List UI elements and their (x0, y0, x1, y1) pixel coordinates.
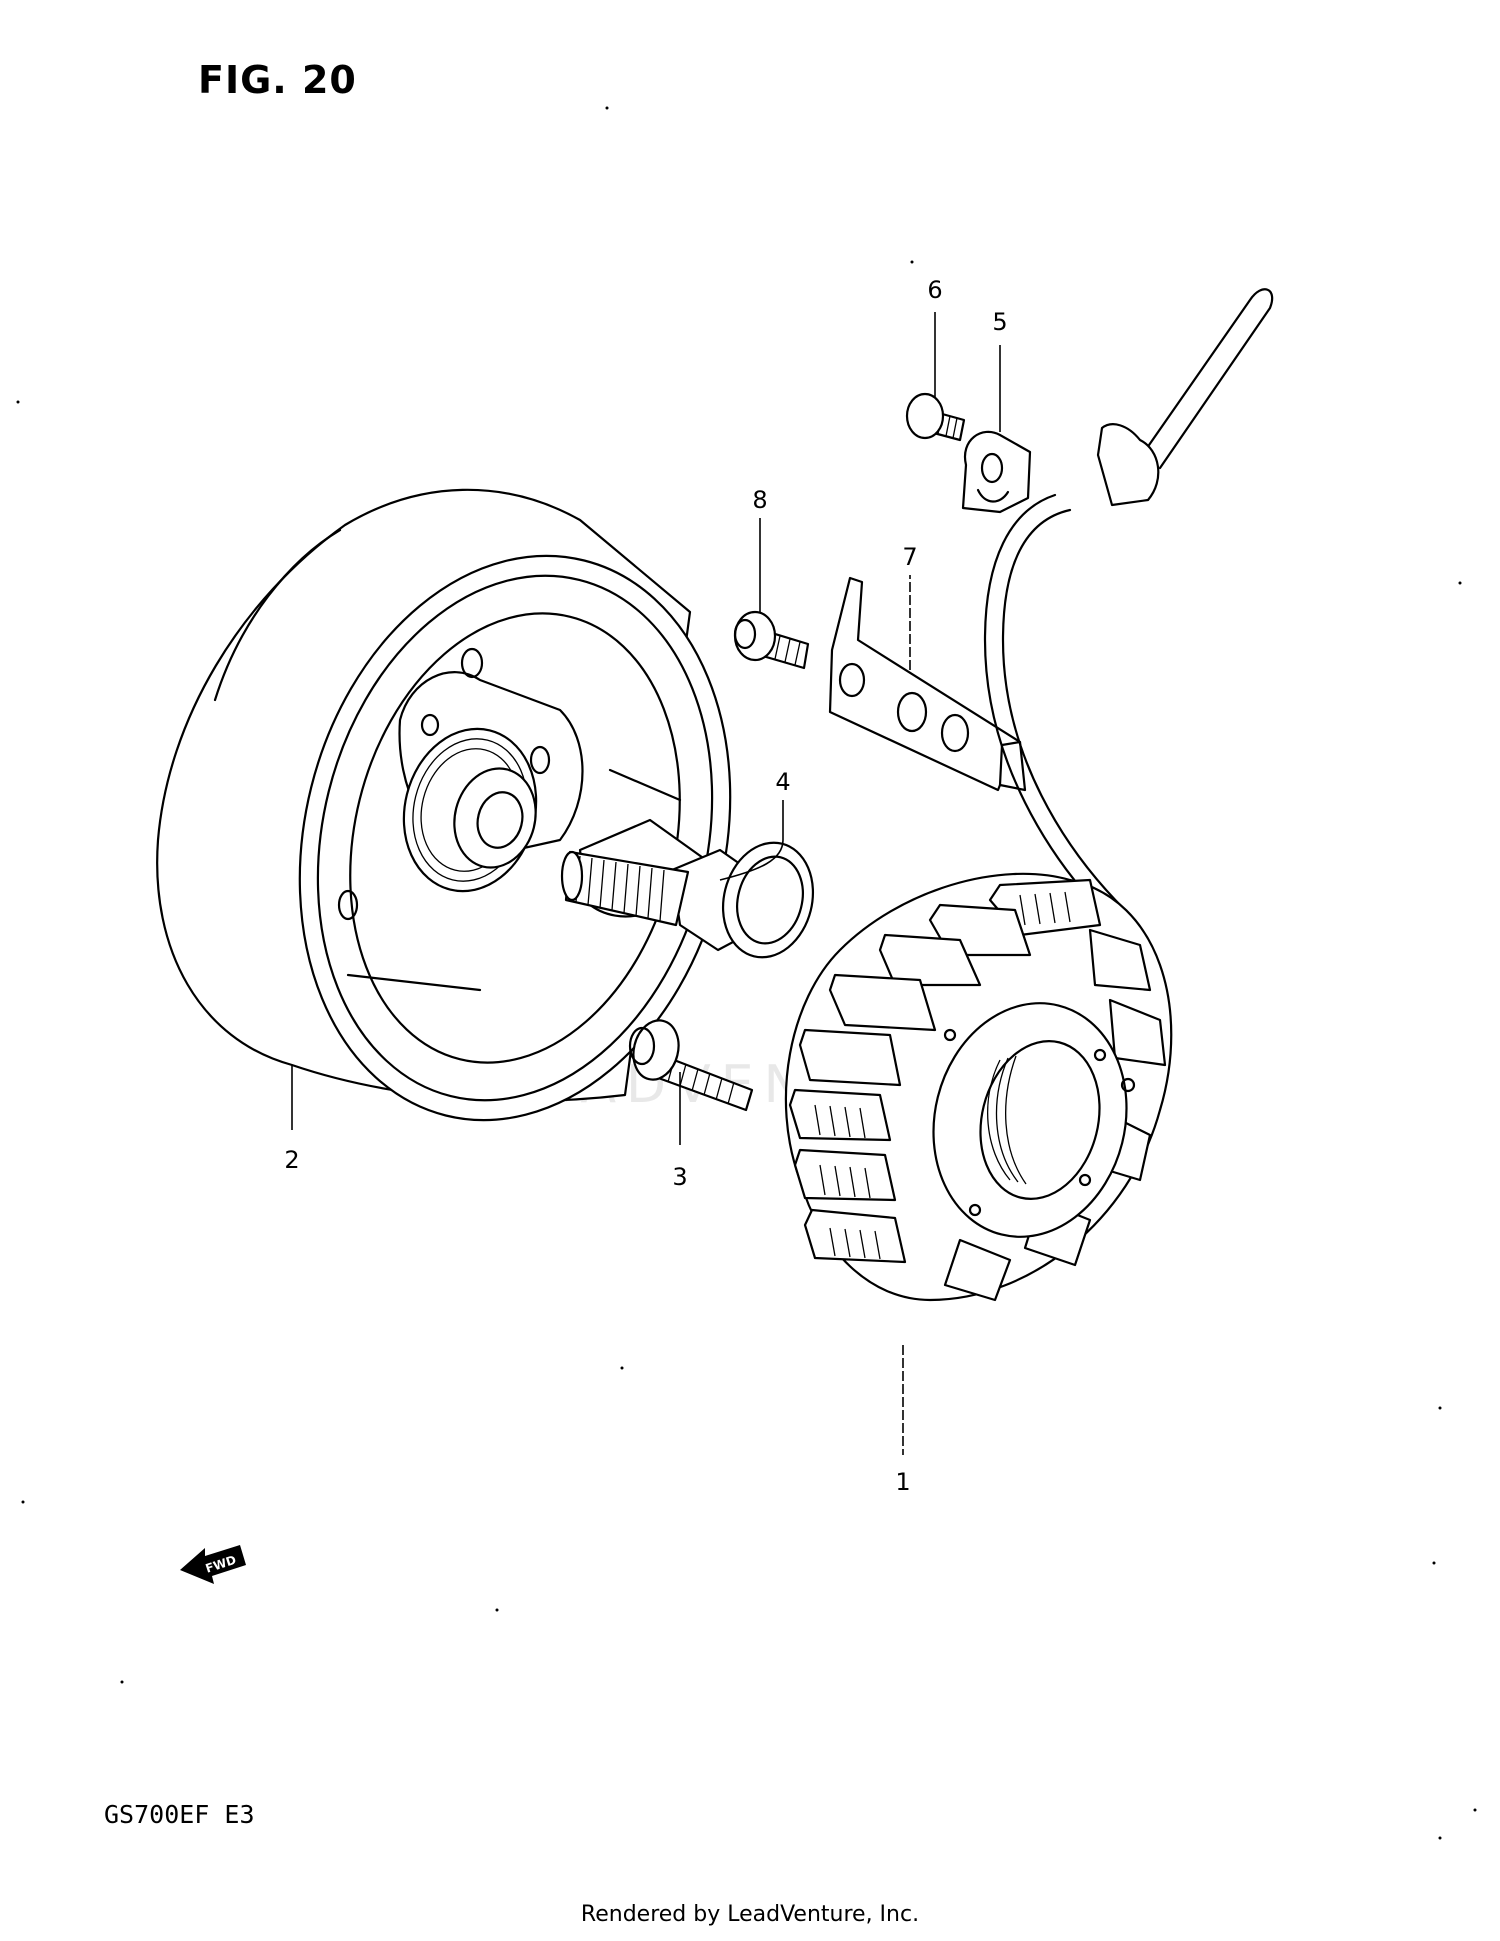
figure-title: FIG. 20 (198, 58, 357, 102)
wire-clamp[interactable] (961, 430, 1032, 514)
callout-6[interactable]: 6 (927, 276, 943, 398)
callout-7-label: 7 (902, 543, 917, 571)
forward-direction-arrow: FWD (180, 1545, 246, 1584)
scan-specks (16, 106, 1477, 1840)
model-code: GS700EF E3 (104, 1800, 255, 1829)
callout-3-label: 3 (672, 1163, 687, 1191)
footer-credit: Rendered by LeadVenture, Inc. (580, 1902, 920, 1927)
callout-8-label: 8 (752, 486, 767, 514)
callout-5-label: 5 (992, 308, 1007, 336)
callout-6-label: 6 (927, 276, 942, 304)
clamp-plate[interactable] (828, 576, 1027, 792)
callout-5[interactable]: 5 (992, 308, 1008, 432)
clamp-bolt[interactable] (733, 610, 810, 670)
callout-2[interactable]: 2 (284, 1065, 300, 1174)
callout-2-label: 2 (284, 1146, 299, 1174)
rotor-bolt[interactable] (560, 818, 825, 967)
callout-1[interactable]: 1 (895, 1345, 911, 1496)
callout-4[interactable]: 4 (719, 768, 791, 881)
callout-3[interactable]: 3 (672, 1072, 688, 1191)
callout-8[interactable]: 8 (752, 486, 768, 612)
stator-assembly[interactable] (784, 288, 1274, 1302)
stator-screw[interactable] (627, 1016, 754, 1112)
small-screw[interactable] (905, 392, 966, 442)
callout-7[interactable]: 7 (902, 543, 918, 670)
callout-1-label: 1 (895, 1468, 910, 1496)
rotor-flywheel[interactable] (156, 488, 788, 1166)
callout-4-label: 4 (775, 768, 790, 796)
